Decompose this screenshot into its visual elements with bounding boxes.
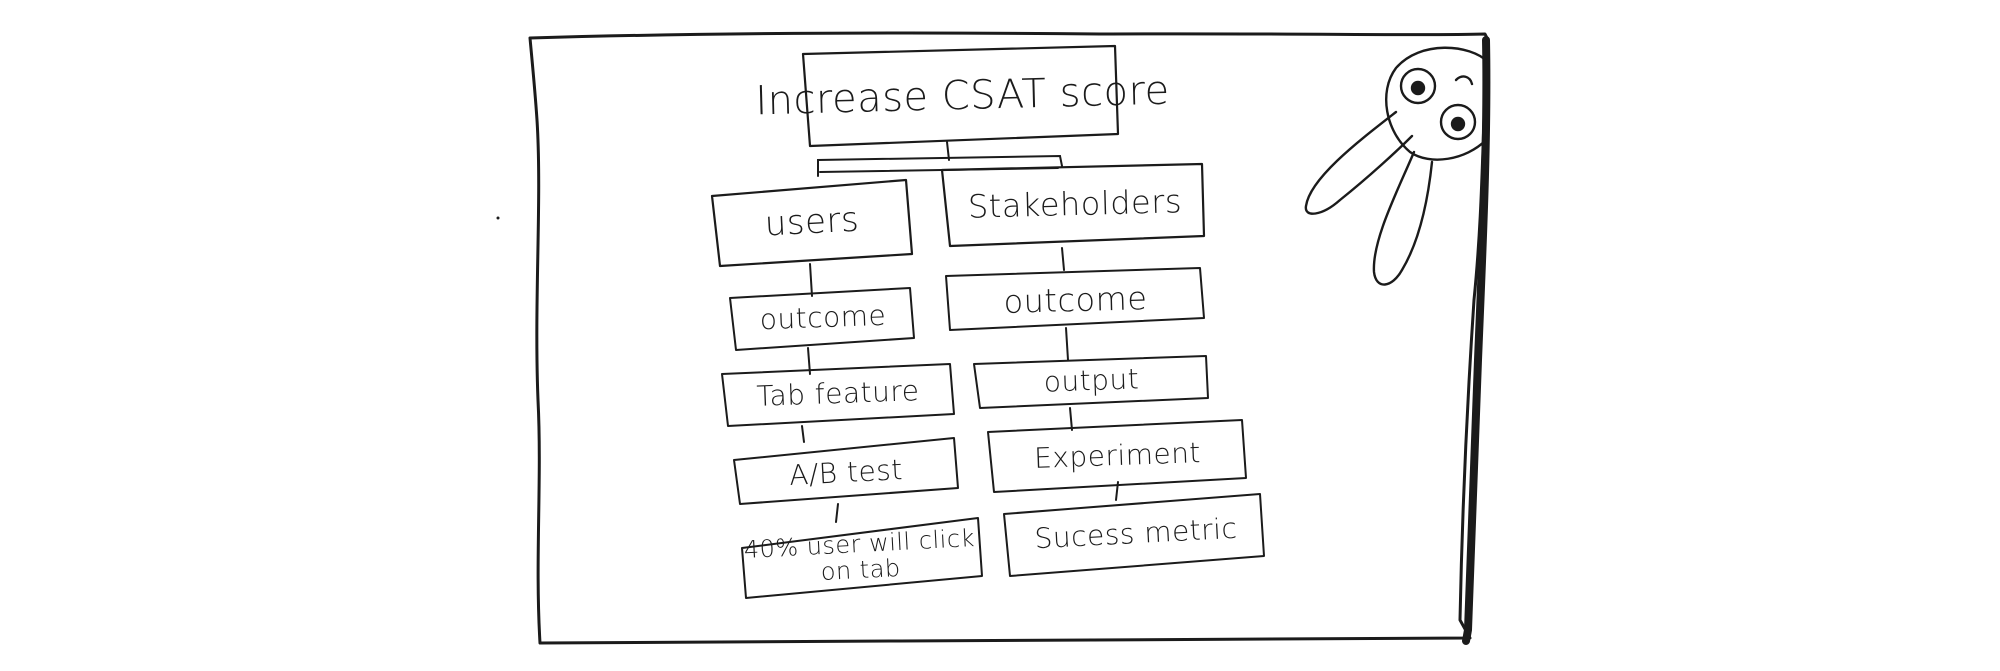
bunny-doodle: [1304, 46, 1490, 286]
box-ab-test: [733, 437, 959, 505]
box-root: [801, 44, 1120, 148]
board-frame: [528, 31, 1490, 645]
branch-users-label: users: [763, 199, 861, 245]
branch-stakeholders-label: Stakeholders: [967, 182, 1183, 227]
box-users-outcome: [729, 287, 915, 351]
stakeholders-outcome-label: outcome: [1003, 279, 1148, 322]
stray-dot: [496, 216, 500, 220]
board-frame-shadow: [1462, 36, 1491, 645]
box-success-metric: [1003, 493, 1265, 577]
box-stake-outcome: [945, 267, 1205, 331]
tab-feature-label: Tab feature: [755, 373, 920, 413]
users-outcome-label: outcome: [759, 298, 887, 336]
box-tab-feature: [721, 363, 955, 427]
root-node-label: Increase CSAT score: [754, 67, 1171, 125]
box-users: [710, 178, 914, 268]
connectors: [801, 141, 1119, 523]
box-output: [973, 355, 1209, 409]
box-stakeholders: [940, 162, 1206, 248]
output-label: output: [1043, 361, 1140, 399]
click-rate-goal-label: 40% user will click on tab: [743, 523, 976, 587]
success-metric-label: Sucess metric: [1033, 511, 1239, 555]
box-40pct: [741, 517, 983, 599]
box-experiment: [987, 419, 1247, 493]
experiment-label: Experiment: [1033, 435, 1202, 475]
ab-test-label: A/B test: [788, 452, 904, 492]
